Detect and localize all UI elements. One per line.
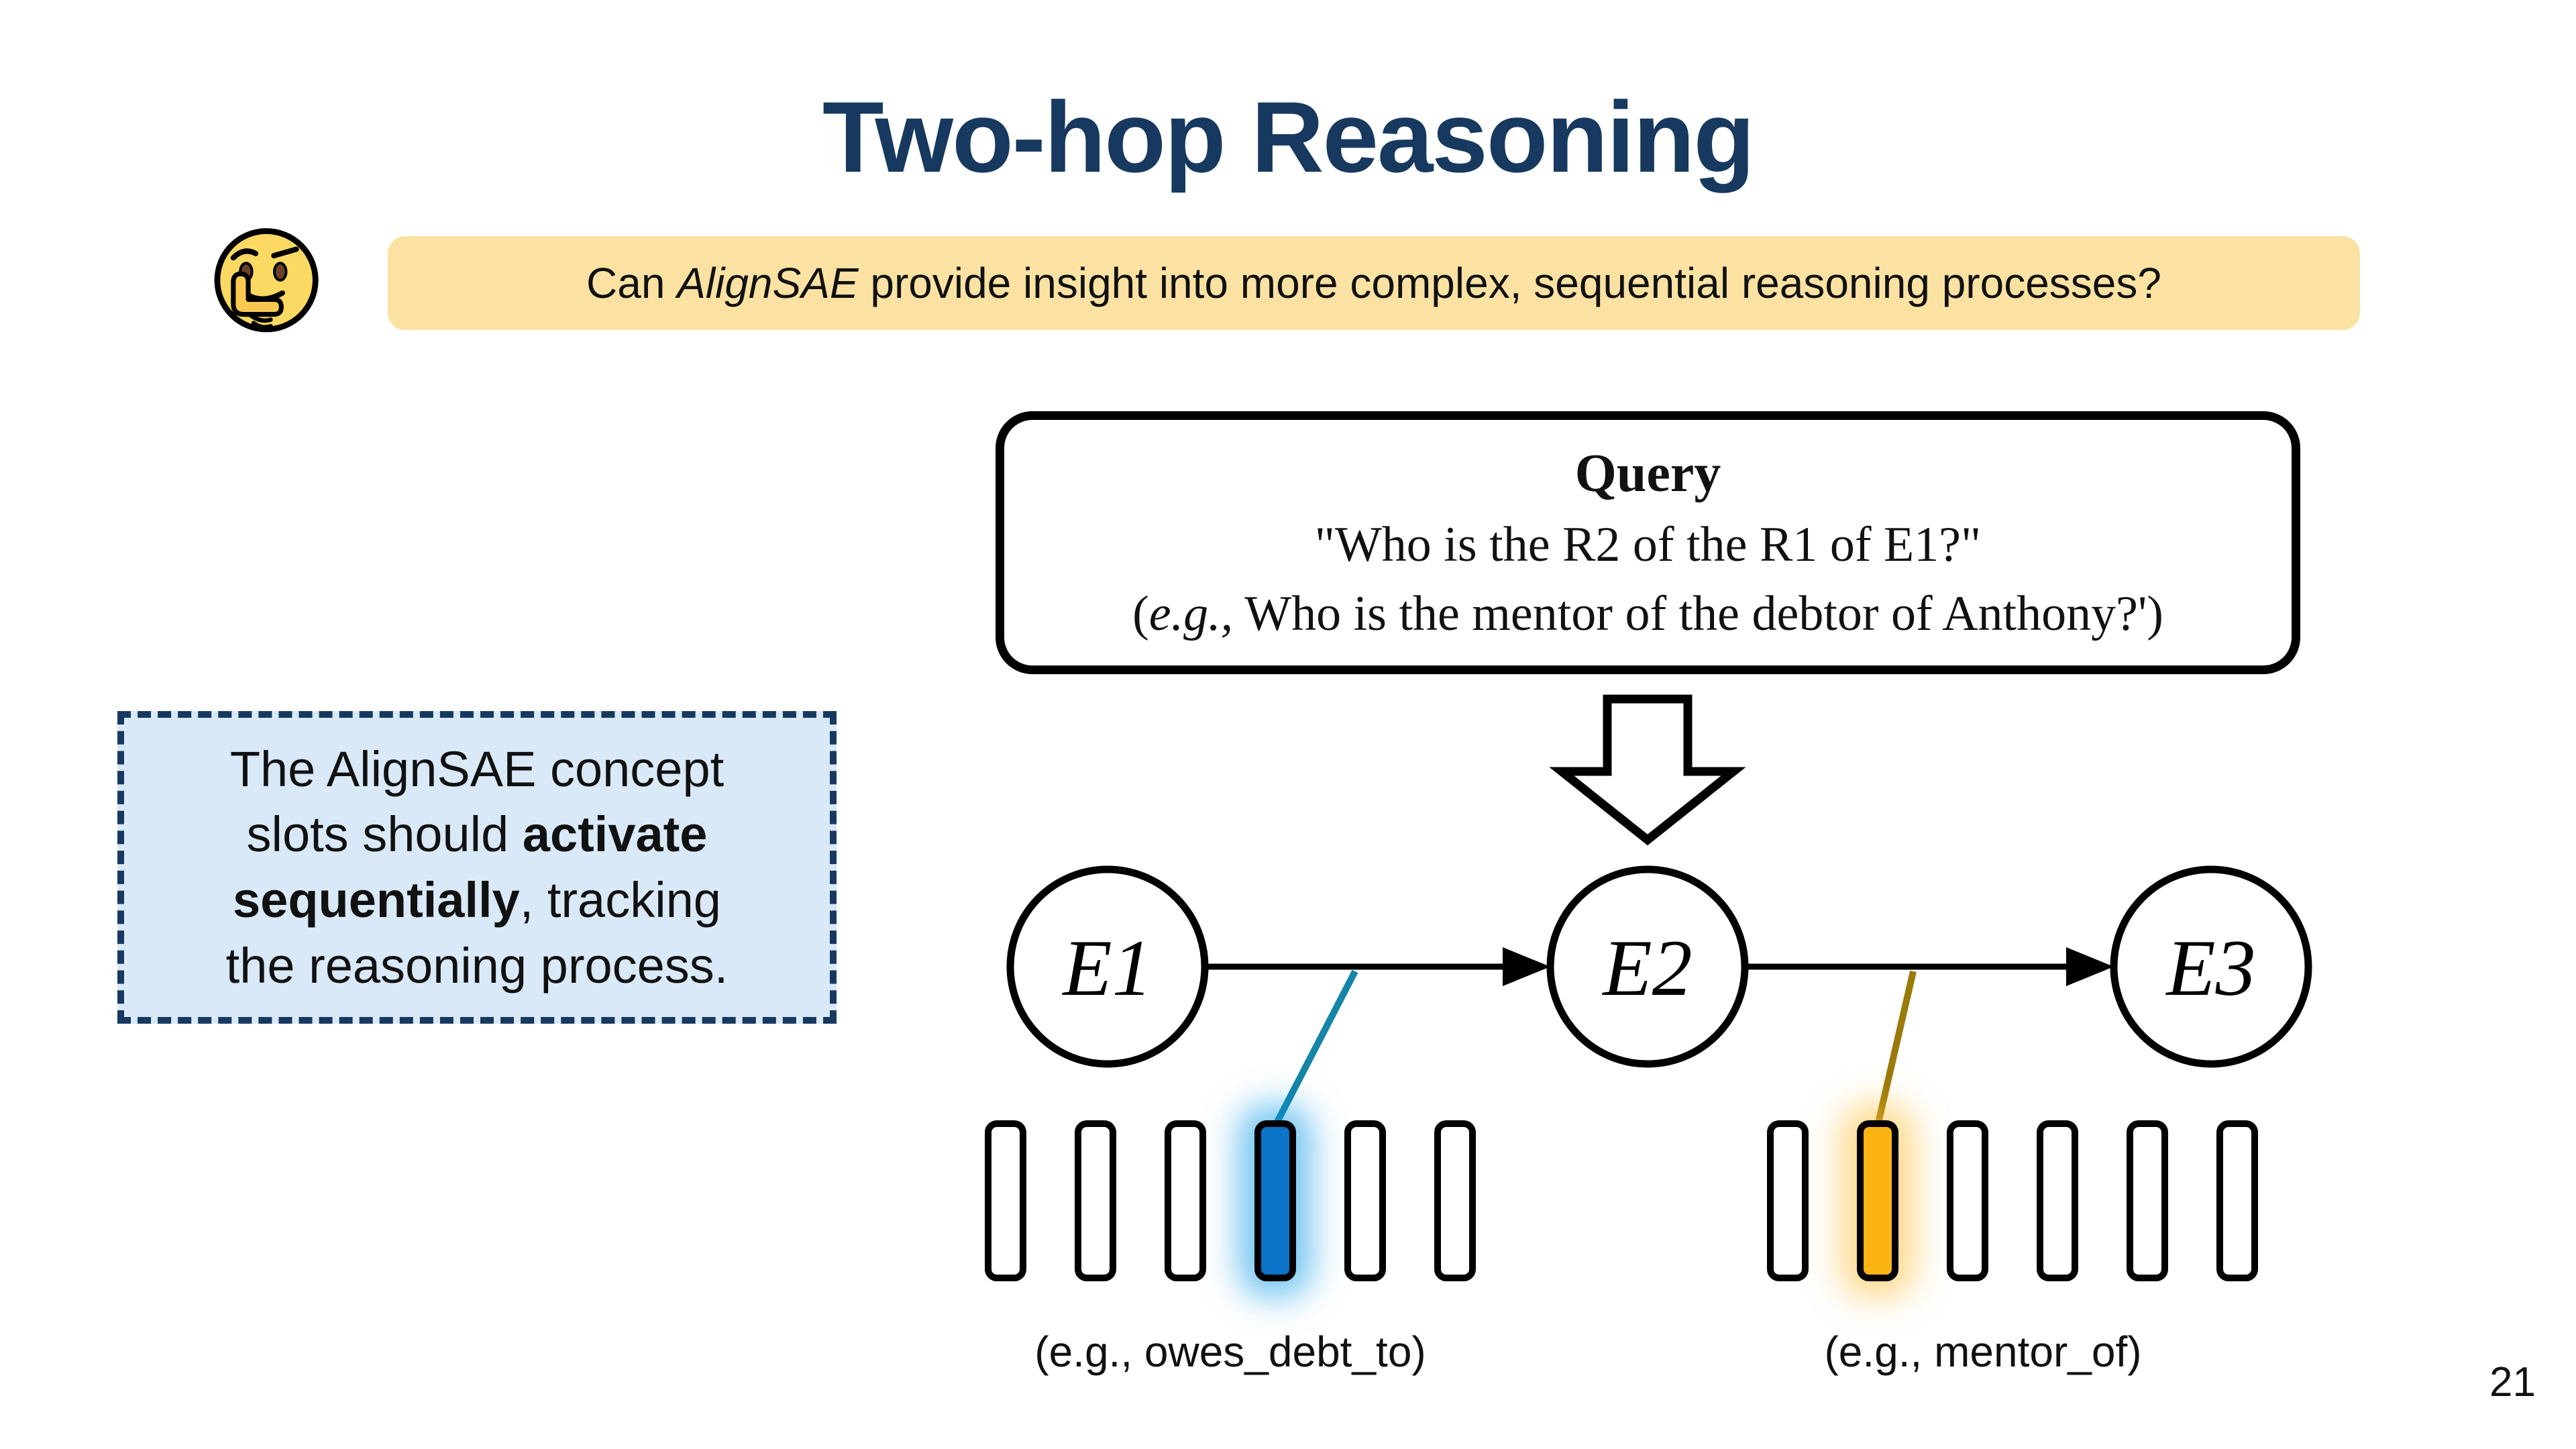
arrowhead-e2-e3 <box>2066 947 2114 986</box>
page-number: 21 <box>2489 1359 2536 1405</box>
question-text: Can AlignSAE provide insight into more c… <box>586 259 2161 307</box>
slot <box>1165 1120 1206 1281</box>
slot <box>1434 1120 1476 1281</box>
slot <box>2037 1120 2078 1281</box>
down-arrow-icon <box>1549 694 1746 846</box>
slot-active <box>1857 1120 1898 1281</box>
entity-label-e1: E1 <box>1061 923 1152 1012</box>
query-line-1: "Who is the R2 of the R1 of E1?" <box>1314 517 1982 572</box>
arrowhead-e1-e2 <box>1503 947 1550 986</box>
slot <box>1344 1120 1386 1281</box>
thinking-emoji-icon <box>214 228 319 333</box>
slot-active <box>1254 1120 1296 1281</box>
entity-circle-e2 <box>1546 865 1749 1068</box>
query-line-2: (e.g., Who is the mentor of the debtor o… <box>1132 586 2163 641</box>
query-heading: Query <box>1574 443 1721 503</box>
entity-circle-e3 <box>2110 865 2312 1068</box>
relation1-line <box>1272 969 1358 1128</box>
note-box: The AlignSAE concept slots should activa… <box>117 711 837 1024</box>
slot-group-r1-label: (e.g., owes_debt_to) <box>1034 1328 1426 1376</box>
relation2-line <box>1874 970 1917 1127</box>
page-title: Two-hop Reasoning <box>822 80 1755 193</box>
slot <box>1947 1120 1988 1281</box>
slot-group-r2-label: (e.g., mentor_of) <box>1824 1328 2142 1376</box>
note-text: The AlignSAE concept slots should activa… <box>225 741 729 994</box>
entity-circle-e1 <box>1006 865 1209 1068</box>
entity-label-e3: E3 <box>2165 923 2255 1012</box>
slot <box>2127 1120 2168 1281</box>
slot <box>985 1120 1026 1281</box>
slot <box>1075 1120 1116 1281</box>
slot <box>2216 1120 2258 1281</box>
slot-group-r2 <box>1767 1120 2258 1281</box>
slot-group-r1 <box>985 1120 1476 1281</box>
entity-label-e2: E2 <box>1601 923 1692 1012</box>
query-box: Query "Who is the R2 of the R1 of E1?" (… <box>996 411 2300 674</box>
question-banner: Can AlignSAE provide insight into more c… <box>388 236 2360 330</box>
slot <box>1767 1120 1809 1281</box>
